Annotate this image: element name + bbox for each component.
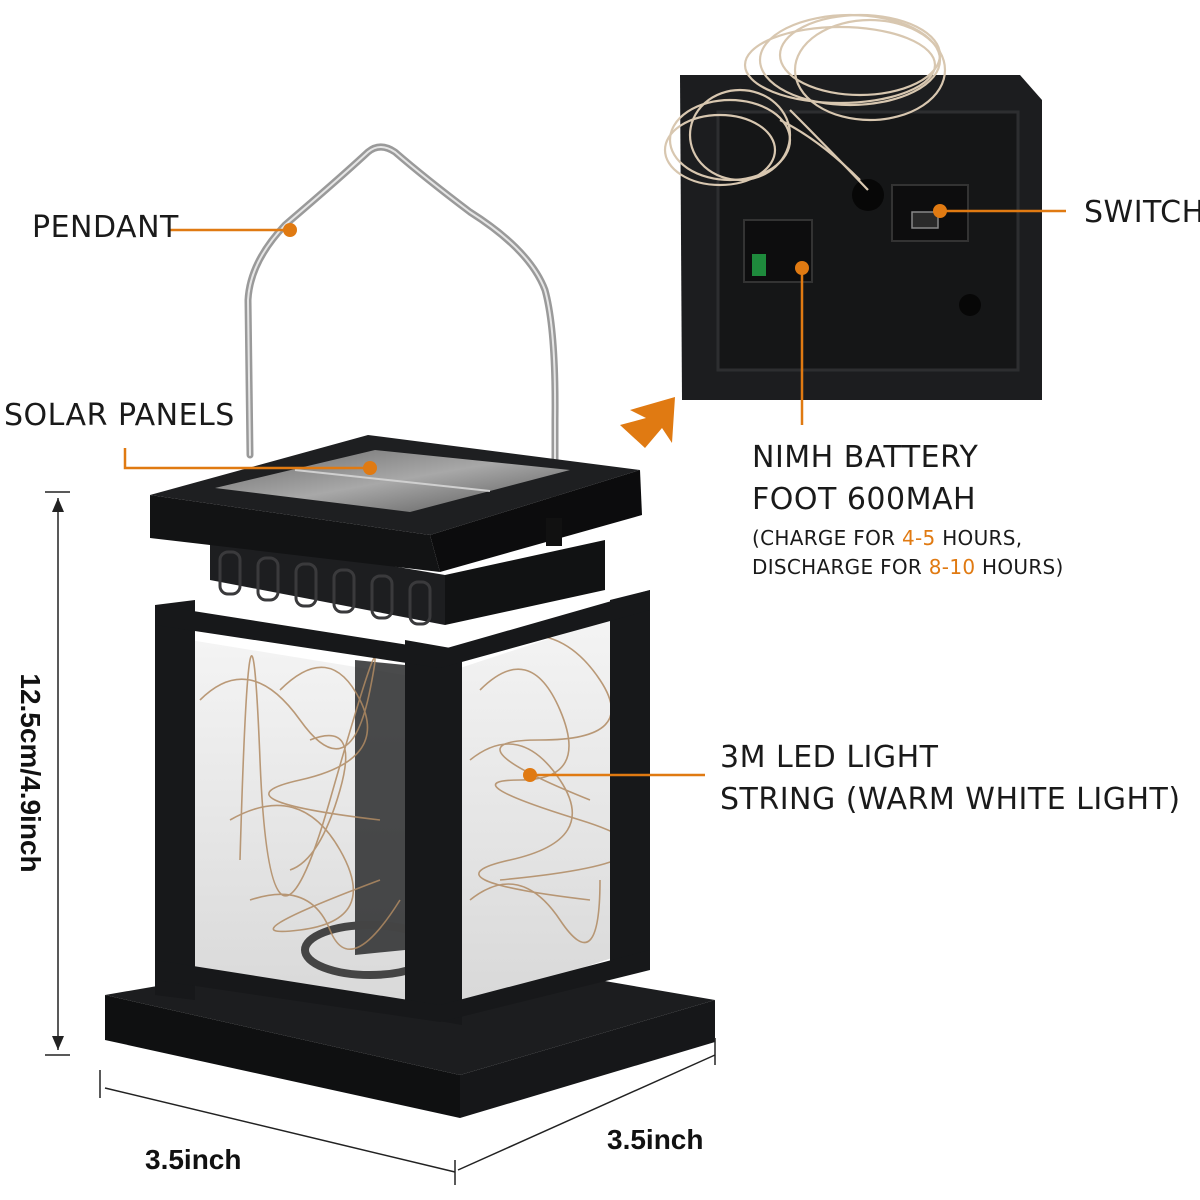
callout-dots <box>283 204 947 782</box>
callout-lines <box>123 209 1066 777</box>
battery-foot <box>663 13 1042 400</box>
lantern <box>105 143 715 1118</box>
pendant-label: PENDANT <box>32 210 179 245</box>
led-label-line2: STRING (WARM WHITE LIGHT) <box>720 782 1181 817</box>
dimension-lines <box>45 491 716 1185</box>
width-dimension-left: 3.5inch <box>145 1144 242 1175</box>
width-dimension-right: 3.5inch <box>607 1124 704 1155</box>
battery-label-line2: FOOT 600MAH <box>752 482 977 517</box>
wire-hole <box>852 179 884 211</box>
led-label-line1: 3M LED LIGHT <box>720 740 939 775</box>
height-dimension: 12.5cm/4.9inch <box>15 673 46 873</box>
glass-pane-side <box>460 618 612 1008</box>
wire-coil <box>663 13 947 191</box>
charge-note: (CHARGE FOR 4-5 HOURS, <box>752 526 1023 550</box>
switch-icon <box>911 211 939 229</box>
pointer-arrow-icon <box>620 397 675 448</box>
discharge-note: DISCHARGE FOR 8-10 HOURS) <box>752 555 1064 579</box>
battery-label-line1: NIMH BATTERY <box>752 440 979 475</box>
switch-label: SWITCH <box>1084 195 1200 230</box>
lantern-frame <box>155 590 650 1025</box>
solar-panels-label: SOLAR PANELS <box>4 398 235 433</box>
